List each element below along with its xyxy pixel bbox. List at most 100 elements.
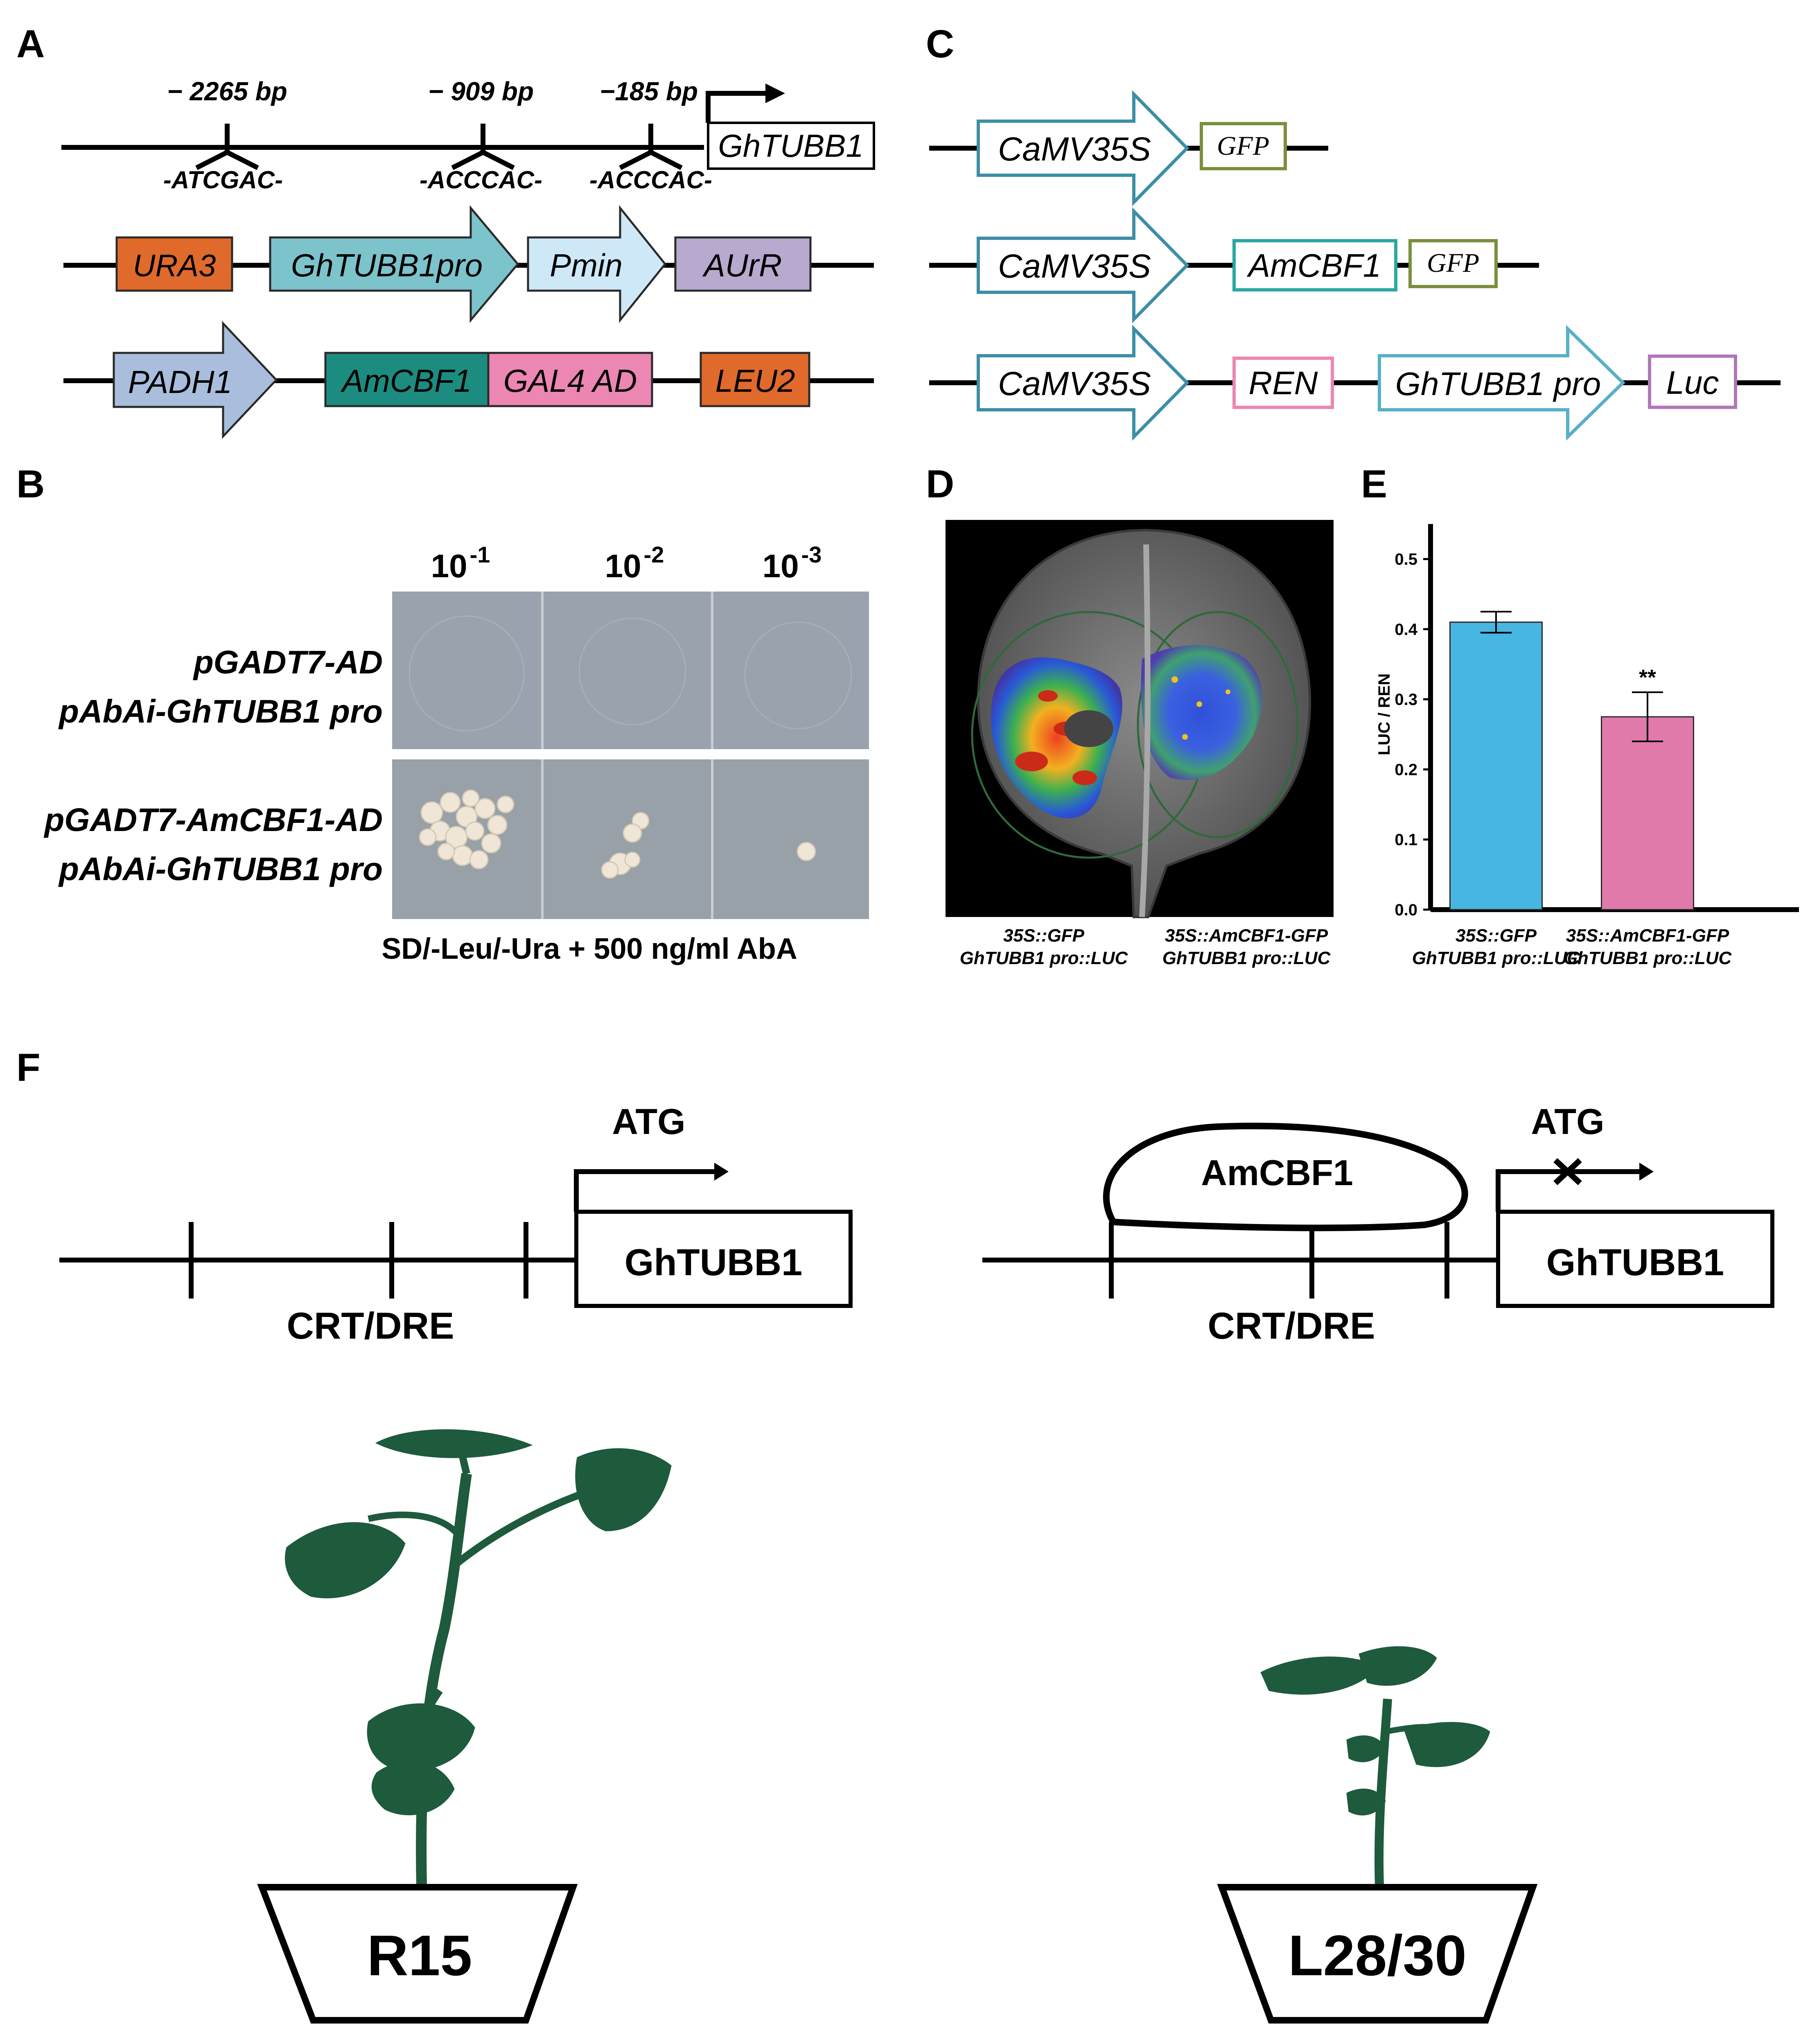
bar-1 [1601,716,1694,910]
yeast-colonies-1 [419,789,515,870]
c-camv35s-label-1: CaMV35S [998,131,1151,168]
panel-label-c: C [926,22,954,66]
gene-box [707,122,875,170]
plate-row-1 [392,592,869,749]
padh1-arrow [113,321,278,439]
panel-label-d: D [926,462,954,506]
bar-0 [1449,621,1543,910]
left-atg-label: ATG [612,1101,685,1142]
b-row1-line2: pAbAi-GhTUBB1 pro [58,693,383,730]
d-right-label-1: 35S::AmCBF1-GFP [1165,926,1328,946]
aurr-label: AUrR [702,247,782,283]
c-gfp-label-1: GFP [1217,131,1269,161]
panel-label-b: B [16,462,45,506]
leu2-box [700,352,810,407]
short-plant-pot [1217,1884,1538,2024]
bar-chart: LUC / REN 0.00.10.20.30.40.5 35S::GFPGhT… [1375,524,1799,968]
left-gene-box [574,1210,853,1308]
y-tick-label-3: 0.3 [1395,691,1417,709]
c-luc-box [1648,355,1737,409]
left-gene-label: GhTUBB1 [625,1242,802,1283]
c-camv35s-label-3: CaMV35S [998,365,1151,402]
tall-plant-pot [257,1884,578,2024]
right-gene-box [1496,1210,1774,1308]
ghtubb1-promoter-label: GhTUBB1pro [291,247,483,283]
ura3-box [115,236,233,292]
site-marker-3 [619,124,683,170]
c-ren-label: REN [1249,365,1318,401]
c-gfp-box-2 [1408,239,1498,288]
ura3-label: URA3 [133,248,216,283]
right-promoter-schematic [982,1158,1774,1308]
d-left-label-2: GhTUBB1 pro::LUC [960,948,1128,968]
site-marker-2 [451,124,515,170]
amcbf1-protein-label: AmCBF1 [1201,1152,1353,1193]
motif-label-1: -ATCGAC- [163,166,283,194]
category-label-1-1: GhTUBB1 pro::LUC [1564,948,1732,968]
c-gfp-box-1 [1200,122,1287,170]
y-tick-label-2: 0.2 [1395,761,1417,779]
position-label-1: − 2265 bp [167,77,287,106]
dilution-label-1: 10-1 [431,542,490,584]
c-camv35s-arrow-1 [977,90,1189,206]
c-ghtubb1-promoter-label: GhTUBB1 pro [1395,366,1601,402]
pmin-arrow [527,205,667,323]
left-element-label: CRT/DRE [287,1305,454,1347]
left-promoter-schematic [59,1163,853,1308]
c-camv35s-arrow-3 [977,325,1189,441]
aurr-box [674,236,812,292]
motif-label-3: -ACCCAC- [589,166,712,194]
b-row1-line1: pGADT7-AD [193,644,383,680]
yeast-colony-3 [797,842,816,861]
medium-label: SD/-Leu/-Ura + 500 ng/ml AbA [381,933,797,965]
category-label-1-0: 35S::AmCBF1-GFP [1566,926,1729,946]
b-row2-line1: pGADT7-AmCBF1-AD [43,802,383,838]
right-gene-label: GhTUBB1 [1546,1242,1724,1283]
d-left-label-1: 35S::GFP [1003,926,1085,946]
c-gfp-label-2: GFP [1427,248,1479,278]
site-marker-1 [195,124,259,170]
gal4ad-label: GAL4 AD [503,363,637,399]
amcbf1-box [324,352,490,407]
c-ren-box [1232,357,1334,409]
gene-label: GhTUBB1 [718,128,863,164]
blocked-x-mark [1553,1158,1582,1186]
y-axis-label: LUC / REN [1375,673,1393,755]
short-plant [1260,1646,1490,1886]
c-luc-label: Luc [1666,364,1719,401]
dilution-label-2: 10-2 [605,542,664,584]
b-row2-line2: pAbAi-GhTUBB1 pro [58,851,383,887]
y-tick-label-4: 0.4 [1395,621,1417,639]
y-tick-label-1: 0.1 [1395,831,1417,849]
panel-label-e: E [1361,462,1387,506]
c-ghtubb1-promoter-arrow [1378,325,1625,441]
short-plant-label: L28/30 [1288,1923,1467,1988]
dilution-label-3: 10-3 [763,542,822,584]
padh1-label: PADH1 [128,364,232,400]
pmin-label: Pmin [550,247,623,283]
tss-arrow [706,84,785,123]
amcbf1-protein [1103,1123,1468,1231]
c-amcbf1-label: AmCBF1 [1247,247,1381,284]
c-camv35s-label-2: CaMV35S [998,248,1151,285]
luciferase-leaf-image [946,520,1334,918]
tall-plant-label: R15 [367,1923,472,1988]
category-label-0-0: 35S::GFP [1456,926,1537,946]
tall-plant [285,1429,672,1886]
plate-row-2 [392,759,869,919]
panel-label-f: F [16,1046,41,1089]
category-label-0-1: GhTUBB1 pro::LUC [1412,948,1581,968]
y-tick-label-5: 0.5 [1395,551,1417,569]
significance-mark-1: ** [1639,665,1656,690]
leu2-label: LEU2 [715,363,795,399]
c-camv35s-arrow-2 [977,207,1189,323]
yeast-colonies-2 [601,812,650,879]
right-element-label: CRT/DRE [1208,1305,1375,1347]
right-atg-label: ATG [1531,1101,1604,1142]
gal4ad-box [487,352,653,407]
position-label-2: − 909 bp [428,77,534,106]
c-amcbf1-box [1232,239,1397,291]
d-right-label-2: GhTUBB1 pro::LUC [1162,948,1331,968]
y-tick-label-0: 0.0 [1395,901,1417,919]
